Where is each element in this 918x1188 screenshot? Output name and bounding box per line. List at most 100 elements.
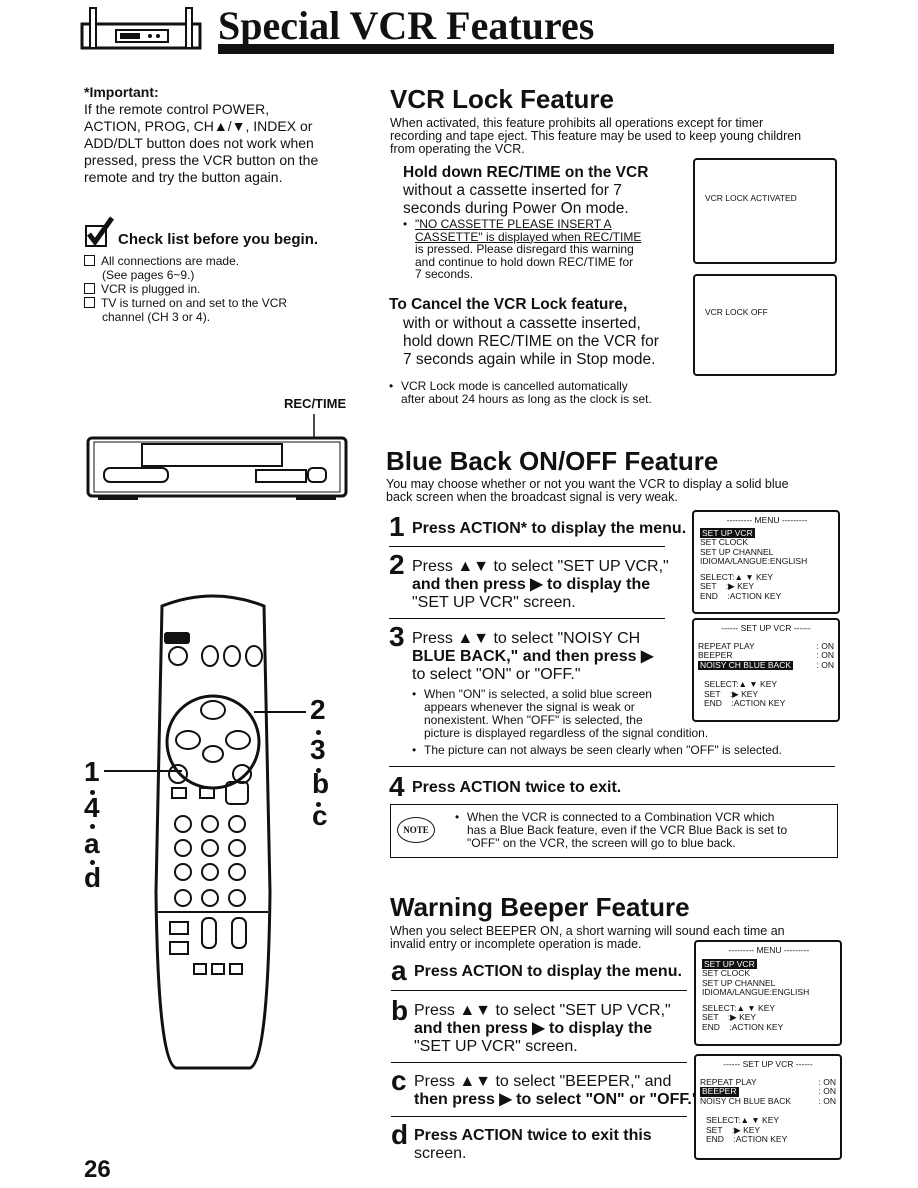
- step-text: Press ACTION* to display the menu.: [412, 520, 687, 537]
- menu-key: SELECT:▲ ▼ KEY: [700, 571, 774, 582]
- setup-key: END :ACTION KEY: [704, 698, 786, 708]
- step-line: Press ▲▼ to select "NOISY CH: [412, 630, 641, 647]
- setup-row-label-selected: NOISY CH BLUE BACK: [698, 659, 794, 670]
- rec-time-label: REC/TIME: [284, 396, 347, 411]
- setup-key: SELECT:▲ ▼ KEY: [706, 1115, 780, 1125]
- menu-key: END :ACTION KEY: [702, 1021, 784, 1032]
- intro-line: recording and tape eject. This feature m…: [390, 129, 802, 143]
- menu-title: --------- MENU ---------: [726, 515, 808, 525]
- checklist-item-sub: (See pages 6~9.): [102, 268, 195, 282]
- menu-item: SET UP CHANNEL: [702, 977, 776, 988]
- callout-1: 1: [84, 756, 100, 787]
- step-letter: b: [391, 995, 409, 1026]
- note-text: When the VCR is connected to a Combinati…: [455, 811, 835, 850]
- setup-key: SET :▶ KEY: [706, 1124, 761, 1135]
- checklist-item: VCR is plugged in.: [101, 282, 201, 296]
- blue-back-title: Blue Back ON/OFF Feature: [386, 446, 719, 476]
- step-divider: [391, 1062, 687, 1063]
- setup-row-value: : ON: [818, 1095, 836, 1106]
- title-rule: [218, 44, 834, 54]
- menu-screen: --------- MENU --------- SET UP VCR SET …: [694, 940, 842, 1046]
- setup-key: END :ACTION KEY: [706, 1134, 788, 1144]
- menu-item: IDIOMA/LANGUE:ENGLISH: [702, 987, 810, 997]
- step-line: to select "ON" or "OFF.": [412, 666, 581, 683]
- cancel-heading: To Cancel the VCR Lock feature,: [389, 296, 628, 313]
- note-icon: NOTE: [397, 817, 435, 843]
- setup-row-value: : ON: [816, 650, 834, 660]
- important-line: ACTION, PROG, CH▲/▼, INDEX or: [84, 118, 313, 134]
- setup-title: ------ SET UP VCR ------: [721, 623, 811, 633]
- beeper-intro: When you select BEEPER ON, a short warni…: [390, 925, 830, 951]
- menu-screen: --------- MENU --------- SET UP VCR SET …: [692, 510, 840, 614]
- intro-line: invalid entry or incomplete operation is…: [390, 937, 642, 951]
- callout-2: 2: [310, 694, 326, 725]
- menu-item: SET CLOCK: [702, 968, 751, 978]
- callout-dot: [90, 860, 95, 865]
- step-letter: d: [391, 1119, 409, 1150]
- blue-back-intro: You may choose whether or not you want t…: [386, 478, 836, 504]
- note-line: and continue to hold down REC/TIME for: [415, 254, 634, 269]
- page-number: 26: [84, 1156, 111, 1183]
- step-line: Press ACTION twice to exit this: [414, 1127, 652, 1144]
- important-line: ADD/DLT button does not work when: [84, 135, 314, 151]
- menu-key: SET :▶ KEY: [700, 581, 755, 591]
- step-text: Press ▲▼ to select "SET UP VCR," and the…: [414, 1002, 704, 1056]
- checklist: Check list before you begin. All connect…: [84, 216, 354, 324]
- step-line: Press ▲▼ to select "SET UP VCR,": [414, 1002, 671, 1019]
- step3-note: When "ON" is selected, a solid blue scre…: [412, 688, 842, 758]
- checkbox-icon: [84, 255, 95, 266]
- step-line: "SET UP VCR" screen.: [412, 594, 576, 611]
- menu-item-selected: SET UP VCR: [700, 527, 755, 538]
- menu-title: --------- MENU ---------: [728, 945, 810, 955]
- auto-cancel-note: VCR Lock mode is cancelled automatically…: [389, 380, 709, 406]
- step-line: then press ▶ to select "ON" or "OFF.": [414, 1091, 700, 1108]
- step-divider: [391, 990, 687, 991]
- callout-dot: [90, 790, 95, 795]
- setup-row-label: REPEAT PLAY: [698, 640, 755, 651]
- menu-key: END :ACTION KEY: [700, 590, 782, 601]
- setup-row-value: : ON: [818, 1076, 836, 1087]
- intro-line: When activated, this feature prohibits a…: [390, 116, 764, 130]
- setup-row-label: REPEAT PLAY: [700, 1076, 757, 1087]
- step-number: 2: [389, 549, 405, 580]
- callout-dot: [316, 802, 321, 807]
- checklist-item: TV is turned on and set to the VCR: [101, 296, 288, 310]
- menu-key: SET :▶ KEY: [702, 1012, 757, 1022]
- step-divider: [389, 546, 665, 547]
- important-line: remote and try the button again.: [84, 169, 283, 185]
- remote-control-illustration: [150, 592, 276, 1072]
- important-box: *Important: If the remote control POWER,…: [84, 84, 354, 186]
- step-text: Press ACTION twice to exit.: [412, 779, 622, 796]
- note-line: nonexistent. When "OFF" is selected, the: [424, 713, 643, 727]
- important-heading: *Important:: [84, 84, 159, 100]
- note-line: is pressed. Please disregard this warnin…: [415, 242, 634, 256]
- cancel-text: with or without a cassette inserted, hol…: [403, 315, 693, 369]
- step-line: Hold down REC/TIME on the VCR: [403, 164, 649, 181]
- note-line: When the VCR is connected to a Combinati…: [455, 811, 835, 825]
- note-line: has a Blue Back feature, even if the VCR…: [467, 823, 788, 837]
- note-line: CASSETTE" is displayed when REC/TIME: [415, 229, 642, 244]
- note-line: VCR Lock mode is cancelled automatically: [389, 380, 709, 394]
- vcr-lock-title: VCR Lock Feature: [390, 84, 614, 114]
- step-text: Press ▲▼ to select "BEEPER," and then pr…: [414, 1073, 704, 1109]
- step-number: 3: [389, 621, 405, 652]
- setup-key: SET :▶ KEY: [704, 688, 759, 699]
- step-line: and then press ▶ to display the: [414, 1020, 653, 1037]
- cancel-line: 7 seconds again while in Stop mode.: [403, 351, 656, 368]
- step-line: seconds during Power On mode.: [403, 200, 629, 217]
- menu-item: IDIOMA/LANGUE:ENGLISH: [700, 556, 808, 566]
- step-line: without a cassette inserted for 7: [403, 182, 622, 199]
- remote-callout-line-right: [254, 711, 306, 713]
- step-line: screen.: [414, 1145, 467, 1162]
- step-divider: [389, 766, 835, 767]
- step-line: Press ▲▼ to select "BEEPER," and: [414, 1073, 672, 1090]
- cancel-line: hold down REC/TIME on the VCR for: [403, 333, 659, 350]
- setup-row-label: BEEPER: [698, 650, 733, 660]
- setup-row-value: : ON: [816, 659, 834, 670]
- vcr-lock-note: "NO CASSETTE PLEASE INSERT A CASSETTE" i…: [403, 218, 683, 281]
- callout-a: a: [84, 828, 100, 859]
- screen-text: VCR LOCK OFF: [705, 307, 768, 317]
- step-line: BLUE BACK," and then press ▶: [412, 648, 654, 665]
- checkbox-icon: [84, 297, 95, 308]
- setup-row-label: NOISY CH BLUE BACK: [700, 1095, 792, 1106]
